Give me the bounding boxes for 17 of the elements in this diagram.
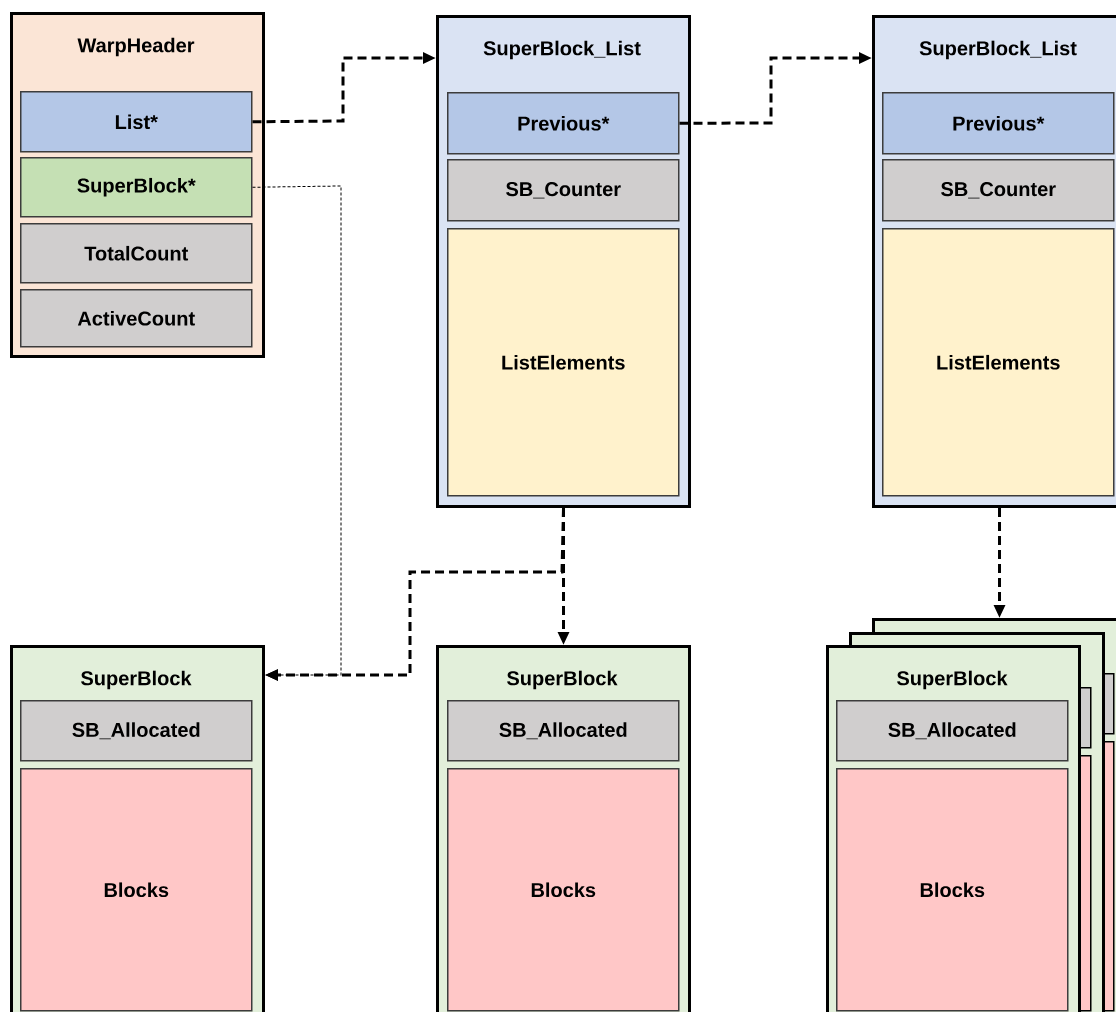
field-box: SuperBlock* [20,157,253,218]
field-box: SB_Allocated [836,700,1069,762]
arrow [252,185,342,681]
field-box: SB_Allocated [447,700,680,762]
field-box: ListElements [882,228,1115,497]
field-box: ActiveCount [20,289,253,348]
field-box: List* [20,91,253,153]
field-box: SB_Counter [447,159,680,222]
field-box: Previous* [447,92,680,155]
field-box: SB_Allocated [20,700,253,762]
field-box: Blocks [20,768,253,1012]
field-box: SB_Counter [882,159,1115,222]
field-box: TotalCount [20,223,253,284]
field-box: Previous* [882,92,1115,155]
field-box: Blocks [447,768,680,1012]
field-box: Blocks [836,768,1069,1012]
field-box: ListElements [447,228,680,497]
